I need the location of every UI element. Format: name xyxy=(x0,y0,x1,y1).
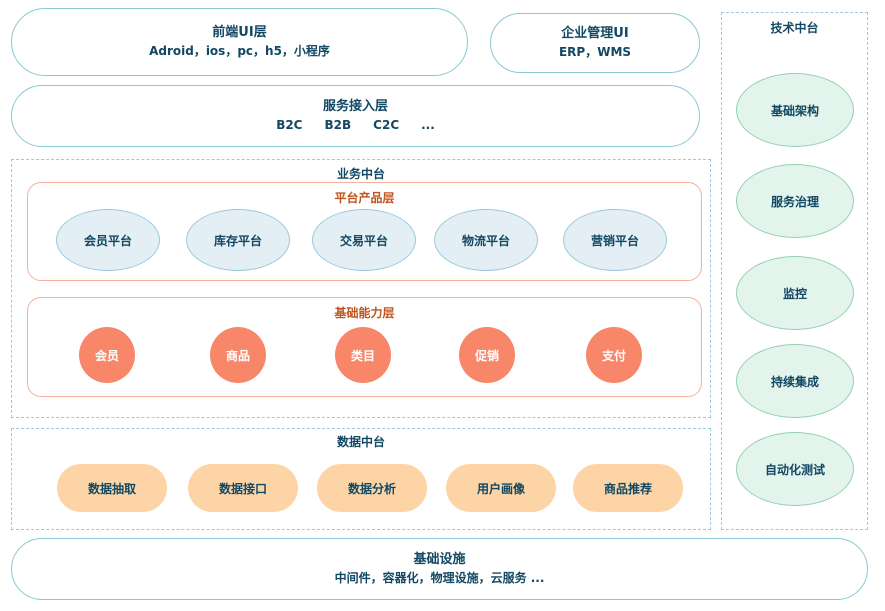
infrastructure-title: 基础设施 xyxy=(413,552,466,567)
tech-center: 技术中台 基础架构 服务治理 监控 持续集成 自动化测试 xyxy=(721,12,868,530)
business-center-title: 业务中台 xyxy=(336,167,385,181)
basic-capability-layer: 基础能力层 会员 商品 类目 促销 支付 xyxy=(27,297,702,397)
platform-item: 营销平台 xyxy=(563,209,667,271)
frontend-ui-subtitle: Adroid，ios，pc，h5，小程序 xyxy=(149,44,330,58)
tech-center-title: 技术中台 xyxy=(770,21,819,35)
platform-product-layer: 平台产品层 会员平台 库存平台 交易平台 物流平台 营销平台 xyxy=(27,182,702,281)
enterprise-ui-layer: 企业管理UI ERP，WMS xyxy=(490,13,700,73)
service-access-layer: 服务接入层 B2C B2B C2C ... xyxy=(11,85,700,147)
infrastructure-subtitle: 中间件，容器化，物理设施，云服务 ... xyxy=(334,571,545,585)
data-item: 商品推荐 xyxy=(573,464,683,512)
service-item: ... xyxy=(421,118,435,132)
business-center: 业务中台 平台产品层 会员平台 库存平台 交易平台 物流平台 营销平台 基础能力… xyxy=(11,159,711,418)
service-item: C2C xyxy=(373,118,400,132)
service-access-title: 服务接入层 xyxy=(322,99,388,114)
capability-item: 商品 xyxy=(210,327,266,383)
platform-item: 会员平台 xyxy=(56,209,160,271)
platform-item: 物流平台 xyxy=(434,209,538,271)
tech-item: 监控 xyxy=(736,256,854,330)
enterprise-ui-subtitle: ERP，WMS xyxy=(558,45,632,59)
platform-item: 交易平台 xyxy=(312,209,416,271)
frontend-ui-layer: 前端UI层 Adroid，ios，pc，h5，小程序 xyxy=(11,8,468,76)
data-item: 数据接口 xyxy=(188,464,298,512)
service-access-items: B2C B2B C2C ... xyxy=(276,116,435,134)
enterprise-ui-title: 企业管理UI xyxy=(561,26,629,41)
data-center: 数据中台 数据抽取 数据接口 数据分析 用户画像 商品推荐 xyxy=(11,428,711,530)
data-item: 数据抽取 xyxy=(57,464,167,512)
infrastructure-layer: 基础设施 中间件，容器化，物理设施，云服务 ... xyxy=(11,538,868,600)
tech-item: 持续集成 xyxy=(736,344,854,418)
data-item: 用户画像 xyxy=(446,464,556,512)
capability-item: 支付 xyxy=(586,327,642,383)
tech-item: 自动化测试 xyxy=(736,432,854,506)
data-center-title: 数据中台 xyxy=(336,435,385,449)
service-item: B2C xyxy=(276,118,303,132)
frontend-ui-title: 前端UI层 xyxy=(212,25,267,40)
data-item: 数据分析 xyxy=(317,464,427,512)
capability-item: 类目 xyxy=(335,327,391,383)
platform-item: 库存平台 xyxy=(186,209,290,271)
service-item: B2B xyxy=(324,118,352,132)
tech-item: 服务治理 xyxy=(736,164,854,238)
platform-product-title: 平台产品层 xyxy=(334,191,395,205)
capability-item: 会员 xyxy=(79,327,135,383)
basic-capability-title: 基础能力层 xyxy=(334,306,395,320)
tech-item: 基础架构 xyxy=(736,73,854,147)
capability-item: 促销 xyxy=(459,327,515,383)
